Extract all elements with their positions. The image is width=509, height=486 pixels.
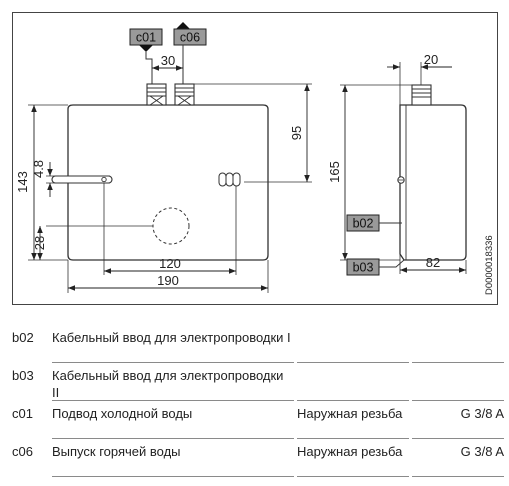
legend-code: b03	[12, 368, 34, 383]
legend-description: Кабельный ввод для электропроводки I	[52, 330, 291, 345]
legend-table: b02 Кабельный ввод для электропроводки I…	[12, 327, 504, 479]
divider	[52, 476, 294, 477]
divider	[297, 362, 409, 363]
divider	[412, 438, 504, 439]
side-view: 20 165 b02 b03 82	[327, 52, 467, 276]
tag-b03: b03	[346, 258, 405, 276]
tag-b02: b02	[346, 214, 402, 232]
tag-b02-label: b02	[353, 217, 374, 231]
divider	[412, 362, 504, 363]
temperature-knob	[218, 172, 241, 187]
divider	[52, 400, 294, 401]
fitting-c06	[174, 83, 195, 106]
tag-c06: c06	[173, 22, 207, 84]
front-body-outline	[67, 104, 269, 261]
divider	[412, 400, 504, 401]
dim-4-8-label: 4.8	[31, 160, 46, 178]
legend-code: b02	[12, 330, 34, 345]
legend-row: b03 Кабельный ввод для электропроводки I…	[12, 365, 504, 403]
legend-size: G 3/8 A	[460, 406, 504, 421]
dim-165-label: 165	[327, 161, 342, 183]
legend-description: Кабельный ввод для электропроводки II	[52, 368, 284, 400]
legend-description: Выпуск горячей воды	[52, 444, 181, 459]
document-id: D0000018336	[484, 235, 495, 295]
divider	[297, 438, 409, 439]
legend-row: c06 Выпуск горячей воды Наружная резьба …	[12, 441, 504, 479]
cable-entry-slot	[51, 175, 113, 184]
side-body-outline	[399, 104, 467, 261]
legend-kind: Наружная резьба	[297, 444, 403, 459]
dim-30-label: 30	[161, 53, 175, 68]
legend-size: G 3/8 A	[460, 444, 504, 459]
tag-c01: c01	[129, 28, 163, 84]
legend-kind: Наружная резьба	[297, 406, 403, 421]
divider	[52, 438, 294, 439]
fitting-c01	[146, 83, 167, 106]
divider	[52, 362, 294, 363]
legend-row: b02 Кабельный ввод для электропроводки I	[12, 327, 504, 365]
dim-82-label: 82	[426, 255, 440, 270]
tag-b03-label: b03	[353, 261, 374, 275]
legend-description: Подвод холодной воды	[52, 406, 193, 421]
tag-c06-label: c06	[180, 31, 200, 45]
dim-190-label: 190	[157, 273, 179, 288]
front-view: c01 c06 30 95 143 4.8	[15, 22, 312, 293]
dimension-drawing: c01 c06 30 95 143 4.8	[12, 12, 498, 305]
dim-143-label: 143	[15, 171, 30, 193]
divider	[297, 476, 409, 477]
dim-95-label: 95	[289, 126, 304, 140]
drawing-border	[12, 12, 498, 305]
dim-20-label: 20	[424, 52, 438, 67]
divider	[297, 400, 409, 401]
legend-row: c01 Подвод холодной воды Наружная резьба…	[12, 403, 504, 441]
divider	[412, 476, 504, 477]
dim-120-label: 120	[159, 256, 181, 271]
legend-code: c06	[12, 444, 33, 459]
dim-28-label: 28	[32, 236, 47, 250]
side-fitting	[411, 84, 432, 106]
tag-c01-label: c01	[136, 31, 156, 45]
legend-code: c01	[12, 406, 33, 421]
